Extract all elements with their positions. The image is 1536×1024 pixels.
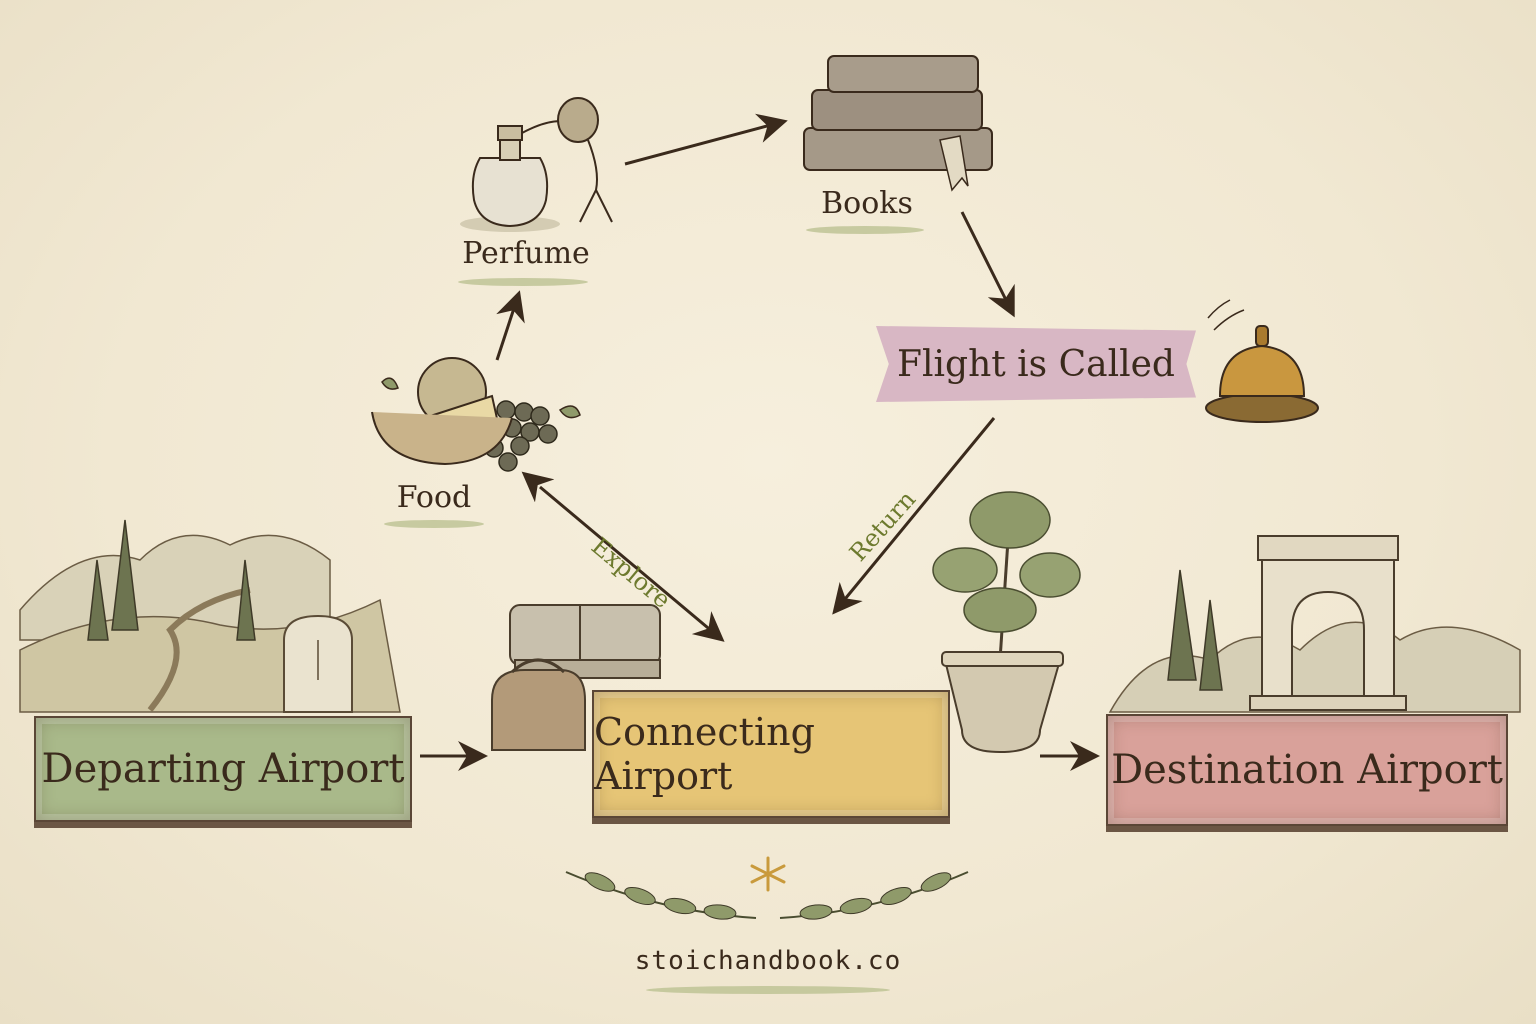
perfume-underline [458, 278, 588, 286]
service-bell-icon [1205, 299, 1319, 423]
flight-called-node: Flight is Called [876, 326, 1196, 402]
bench-luggage-icon [491, 604, 661, 751]
food-label: Food [396, 480, 472, 515]
flight-called-label: Flight is Called [897, 343, 1175, 385]
potted-plant-icon [932, 491, 1081, 754]
connecting-airport-label: Connecting Airport [594, 710, 815, 798]
perfume-bottle-icon [460, 97, 613, 232]
site-footer-text: stoichandbook.co [634, 946, 902, 976]
books-stack-icon [803, 55, 993, 192]
footer-underline [646, 986, 890, 994]
books-label: Books [821, 186, 913, 221]
destination-airport-label: Destination Airport [1111, 747, 1503, 793]
edge-perfume-to-books [624, 113, 788, 166]
perfume-label: Perfume [462, 236, 590, 271]
laurel-branch-icon [565, 871, 969, 920]
departing-airport-node: Departing Airport [34, 716, 412, 822]
destination-airport-node: Destination Airport [1106, 714, 1508, 826]
edge-food-to-perfume [495, 290, 525, 361]
departing-airport-label: Departing Airport [41, 746, 405, 792]
edge-books-to-flight-called [960, 211, 1015, 318]
food-underline [384, 520, 484, 528]
connecting-airport-node: Connecting Airport [592, 690, 950, 818]
stone-arch-icon [1108, 535, 1521, 713]
books-underline [806, 226, 924, 234]
edge-explore-arrow [521, 471, 725, 642]
food-basket-icon [371, 357, 581, 472]
asterisk-icon [750, 856, 786, 892]
edge-return-arrow [832, 417, 996, 615]
landscape-icon [19, 519, 401, 713]
